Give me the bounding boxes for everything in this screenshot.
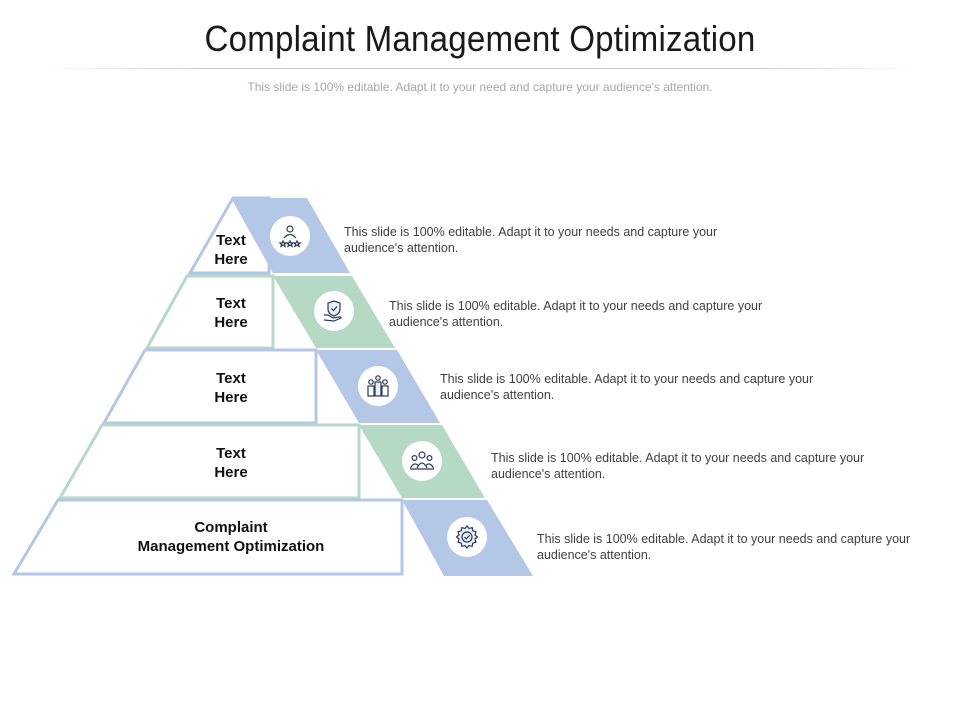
tier-2-description: This slide is 100% editable. Adapt it to… (389, 299, 763, 329)
tier-4-description: This slide is 100% editable. Adapt it to… (491, 451, 865, 481)
slide-subtitle: This slide is 100% editable. Adapt it to… (247, 80, 713, 94)
tier-3-outline (101, 348, 318, 425)
gear-check-icon (447, 517, 487, 557)
tier-3-label: Text Here (214, 370, 248, 406)
team-group-icon (402, 441, 442, 481)
tier-1-label: Text Here (214, 232, 248, 268)
customer-rating-icon (270, 216, 310, 256)
title-divider (40, 68, 920, 69)
tier-5-label: Complaint Management Optimization (137, 519, 325, 555)
tier-3-description: This slide is 100% editable. Adapt it to… (440, 372, 814, 402)
tier-2-label: Text Here (214, 295, 248, 331)
tier-1-description: This slide is 100% editable. Adapt it to… (344, 225, 718, 255)
hand-shield-icon (314, 291, 354, 331)
tier-2-outline (144, 274, 275, 350)
slide-title: Complaint Management Optimization (204, 18, 756, 59)
tier-4-outline (57, 423, 361, 500)
tier-4-label: Text Here (214, 445, 248, 481)
team-podium-icon (358, 366, 398, 406)
tier-5-outline (11, 498, 404, 576)
tier-5-description: This slide is 100% editable. Adapt it to… (537, 532, 911, 562)
